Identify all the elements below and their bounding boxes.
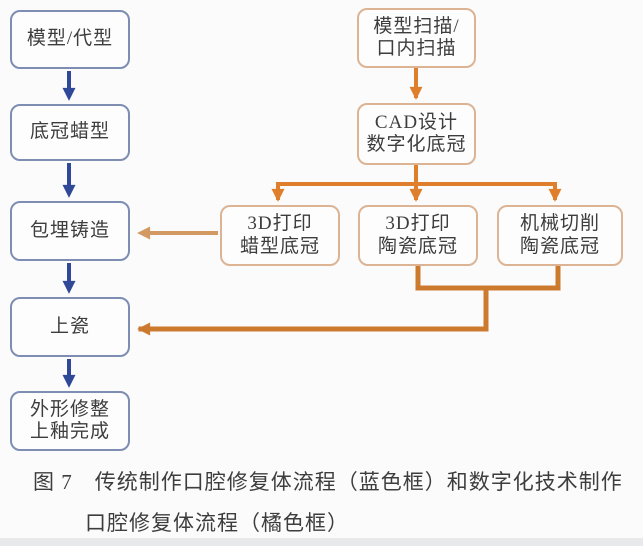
node-3d-print-wax-coping: 3D打印 蜡型底冠 bbox=[220, 205, 340, 266]
node-milled-ceramic-coping: 机械切削 陶瓷底冠 bbox=[497, 205, 623, 266]
figure-caption-line-1: 图 7 传统制作口腔修复体流程（蓝色框）和数字化技术制作 bbox=[33, 470, 623, 494]
node-model-die: 模型/代型 bbox=[10, 10, 130, 69]
node-contour-glaze-finish: 外形修整 上釉完成 bbox=[10, 391, 130, 451]
node-model-scan-intraoral-scan: 模型扫描/ 口内扫描 bbox=[357, 8, 476, 68]
node-porcelain-veneering: 上瓷 bbox=[10, 297, 130, 357]
node-3d-print-ceramic-coping: 3D打印 陶瓷底冠 bbox=[358, 205, 478, 266]
figure-caption-line-2: 口腔修复体流程（橘色框） bbox=[85, 511, 349, 535]
page-edge-strip bbox=[0, 538, 643, 546]
node-coping-wax-pattern: 底冠蜡型 bbox=[10, 104, 130, 161]
node-investment-casting: 包埋铸造 bbox=[10, 201, 130, 261]
node-cad-design-digital-coping: CAD设计 数字化底冠 bbox=[357, 103, 476, 165]
